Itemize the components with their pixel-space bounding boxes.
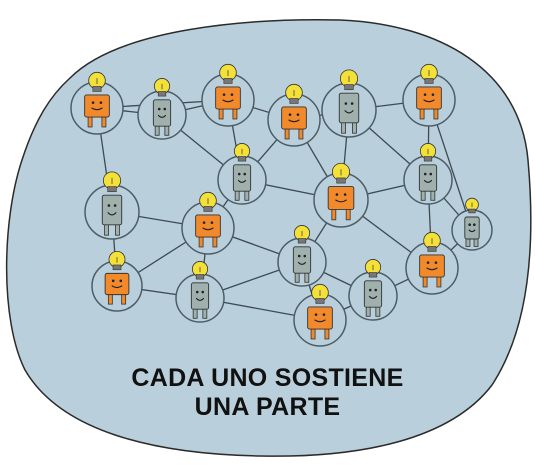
smiley-face-icon xyxy=(423,172,433,183)
smiley-face-icon xyxy=(222,93,234,103)
smiley-face-icon xyxy=(107,204,117,216)
figure-body xyxy=(307,306,333,330)
people-nodes xyxy=(70,63,493,347)
smiley-face-icon xyxy=(368,288,378,299)
smiley-face-icon xyxy=(314,313,326,323)
smiley-face-icon xyxy=(202,221,214,231)
caption-line-2: UNA PARTE xyxy=(194,393,341,421)
orange-figure-node xyxy=(91,250,143,312)
smiley-face-icon xyxy=(91,101,103,111)
orange-figure-node xyxy=(201,63,255,127)
figure-body xyxy=(190,282,210,310)
figure-body xyxy=(416,86,442,110)
orange-figure-node xyxy=(293,283,347,347)
lightbulb-icon xyxy=(364,259,382,278)
lightbulb-icon xyxy=(423,231,441,252)
smiley-face-icon xyxy=(335,193,347,203)
figure-body xyxy=(281,106,307,130)
orange-figure-node xyxy=(402,63,456,127)
orange-figure-node xyxy=(405,231,459,295)
lightbulb-icon xyxy=(339,69,359,91)
grey-figure-node xyxy=(137,78,187,140)
grey-figure-node xyxy=(321,69,377,138)
figure-body xyxy=(338,92,360,124)
smiley-face-icon xyxy=(237,172,247,183)
smiley-face-icon xyxy=(157,107,167,118)
figure-body xyxy=(327,186,355,210)
figure-body xyxy=(101,194,123,226)
grey-figure-node xyxy=(84,171,140,240)
grey-figure-node xyxy=(217,143,267,205)
lightbulb-icon xyxy=(191,261,209,280)
figure-body xyxy=(464,216,480,240)
lightbulb-icon xyxy=(331,162,351,184)
grey-figure-node xyxy=(451,197,493,251)
smiley-face-icon xyxy=(426,261,438,271)
lightbulb-icon xyxy=(419,143,437,162)
lightbulb-icon xyxy=(219,63,237,84)
grey-figure-node xyxy=(348,259,398,321)
orange-figure-node xyxy=(313,162,369,228)
figure-body xyxy=(152,99,172,127)
lightbulb-icon xyxy=(293,225,311,244)
smiley-face-icon xyxy=(195,290,205,301)
orange-figure-node xyxy=(181,191,235,255)
figure-body xyxy=(195,214,221,238)
smiley-face-icon xyxy=(468,223,476,233)
lightbulb-icon xyxy=(420,63,438,84)
lightbulb-icon xyxy=(465,197,479,214)
figure-body xyxy=(232,164,252,192)
lightbulb-icon xyxy=(88,71,106,92)
grey-figure-node xyxy=(277,225,327,287)
caption-line-1: CADA UNO SOSTIENE xyxy=(131,364,404,392)
caption: CADA UNO SOSTIENE UNA PARTE xyxy=(0,364,535,422)
smiley-face-icon xyxy=(288,113,300,123)
figure-body xyxy=(104,272,130,296)
background-blob xyxy=(5,19,532,457)
grey-figure-node xyxy=(175,261,225,323)
figure-body xyxy=(363,280,383,308)
lightbulb-icon xyxy=(233,143,251,162)
lightbulb-icon xyxy=(311,283,329,304)
figure-body xyxy=(215,86,241,110)
figure-body xyxy=(84,94,110,118)
orange-figure-node xyxy=(70,71,124,135)
lightbulb-icon xyxy=(153,78,171,97)
lightbulb-icon xyxy=(199,191,217,212)
figure-body xyxy=(418,164,438,192)
smiley-face-icon xyxy=(111,279,123,289)
orange-figure-node xyxy=(267,83,321,147)
figure-body xyxy=(419,254,445,278)
figure-body xyxy=(292,246,312,274)
lightbulb-icon xyxy=(108,250,126,271)
lightbulb-icon xyxy=(285,83,303,104)
smiley-face-icon xyxy=(423,93,435,103)
smiley-face-icon xyxy=(297,254,307,265)
grey-figure-node xyxy=(403,143,453,205)
lightbulb-icon xyxy=(102,171,122,193)
smiley-face-icon xyxy=(344,102,354,114)
